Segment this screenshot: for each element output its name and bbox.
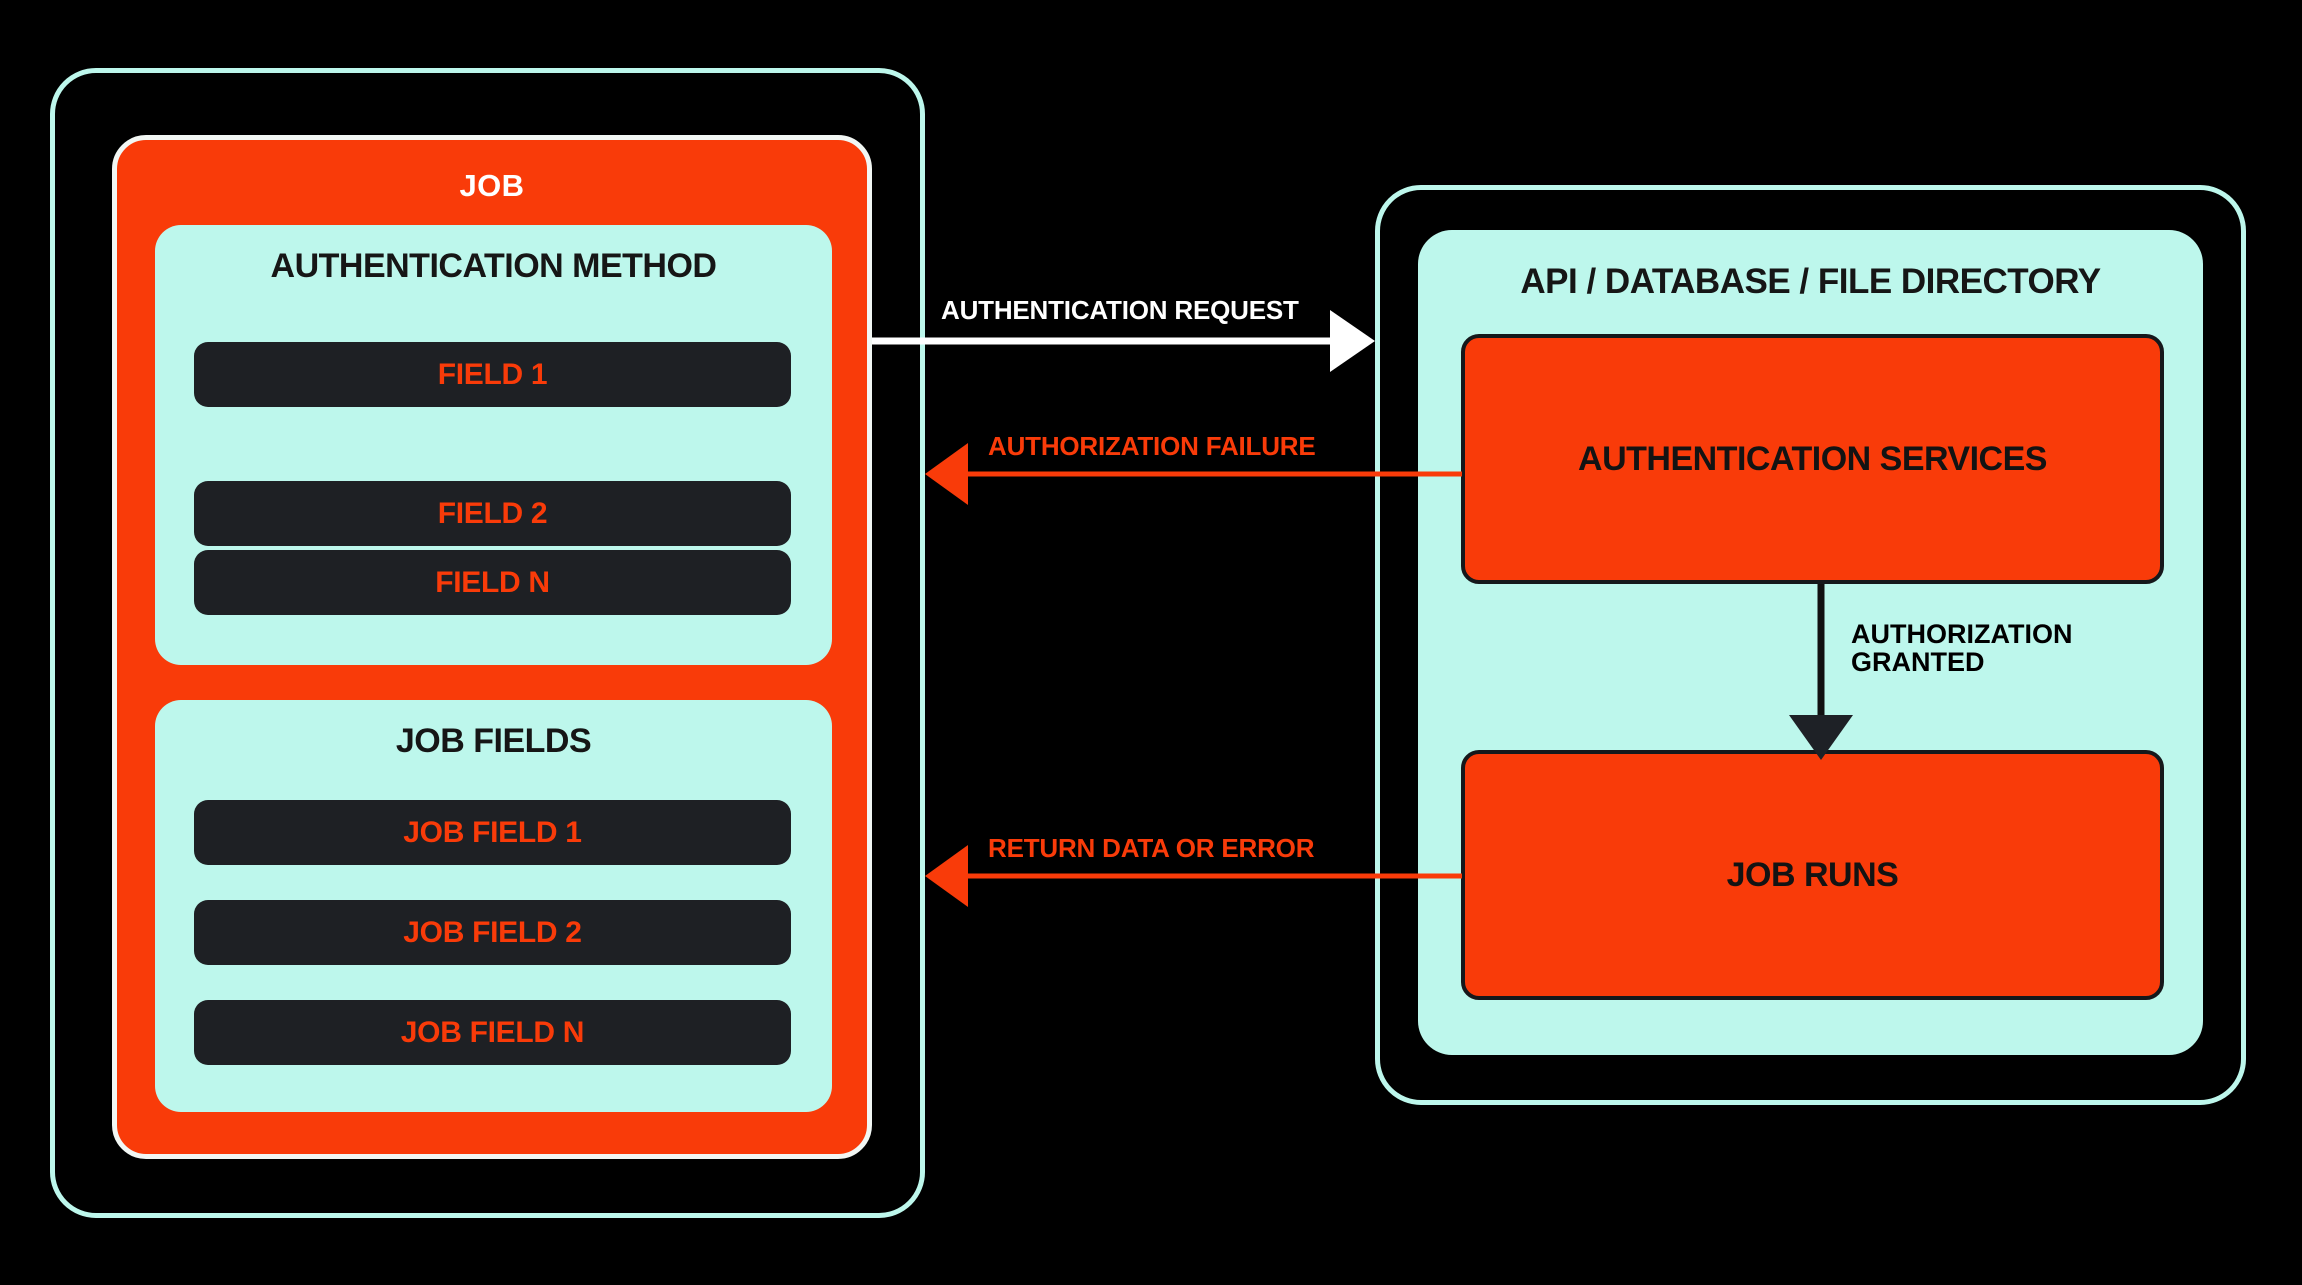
job-field-pill-1-label: JOB FIELD 1 bbox=[403, 815, 582, 849]
service-box-authentication-services[interactable]: AUTHENTICATION SERVICES bbox=[1461, 334, 2164, 584]
label-authorization-granted: AUTHORIZATION GRANTED bbox=[1851, 620, 2072, 676]
field-pill-2-label: FIELD 2 bbox=[437, 496, 548, 530]
service-box-job-runs-label: JOB RUNS bbox=[1726, 855, 1899, 894]
field-pill-1-label: FIELD 1 bbox=[437, 357, 548, 391]
panel-job-fields-title: JOB FIELDS bbox=[395, 722, 592, 760]
service-box-job-runs[interactable]: JOB RUNS bbox=[1461, 750, 2164, 1000]
api-panel: API / DATABASE / FILE DIRECTORY AUTHENTI… bbox=[1418, 230, 2203, 1055]
return-data-or-error-arrowhead-icon bbox=[925, 845, 968, 907]
label-authorization-granted-line2: GRANTED bbox=[1851, 647, 1985, 678]
label-auth-request: AUTHENTICATION REQUEST bbox=[941, 295, 1299, 325]
label-authorization-granted-line1: AUTHORIZATION bbox=[1851, 619, 2073, 649]
label-authorization-failure: AUTHORIZATION FAILURE bbox=[988, 431, 1316, 461]
job-field-pill-3[interactable]: JOB FIELD N bbox=[194, 1000, 791, 1065]
job-outer-frame bbox=[50, 68, 925, 1218]
job-card-title: JOB bbox=[459, 168, 525, 203]
job-card: JOB AUTHENTICATION METHOD FIELD 1 FIELD … bbox=[112, 135, 872, 1159]
service-box-authentication-services-label: AUTHENTICATION SERVICES bbox=[1578, 439, 2047, 478]
label-return-data-or-error: RETURN DATA OR ERROR bbox=[988, 833, 1315, 863]
panel-authentication-method: AUTHENTICATION METHOD FIELD 1 FIELD 2 FI… bbox=[155, 225, 832, 665]
panel-job-fields: JOB FIELDS JOB FIELD 1 JOB FIELD 2 JOB F… bbox=[155, 700, 832, 1112]
field-pill-3[interactable]: FIELD N bbox=[194, 550, 791, 615]
field-pill-3-label: FIELD N bbox=[435, 565, 550, 599]
auth-request-arrowhead-icon bbox=[1330, 310, 1375, 372]
authorization-failure-arrowhead-icon bbox=[925, 443, 968, 505]
job-field-pill-1[interactable]: JOB FIELD 1 bbox=[194, 800, 791, 865]
job-field-pill-2-label: JOB FIELD 2 bbox=[403, 915, 582, 949]
job-field-pill-2[interactable]: JOB FIELD 2 bbox=[194, 900, 791, 965]
panel-authentication-method-title: AUTHENTICATION METHOD bbox=[270, 247, 717, 285]
api-panel-title: API / DATABASE / FILE DIRECTORY bbox=[1520, 262, 2101, 301]
job-field-pill-3-label: JOB FIELD N bbox=[400, 1015, 585, 1049]
api-outer-frame bbox=[1375, 185, 2246, 1105]
field-pill-1[interactable]: FIELD 1 bbox=[194, 342, 791, 407]
field-pill-2[interactable]: FIELD 2 bbox=[194, 481, 791, 546]
